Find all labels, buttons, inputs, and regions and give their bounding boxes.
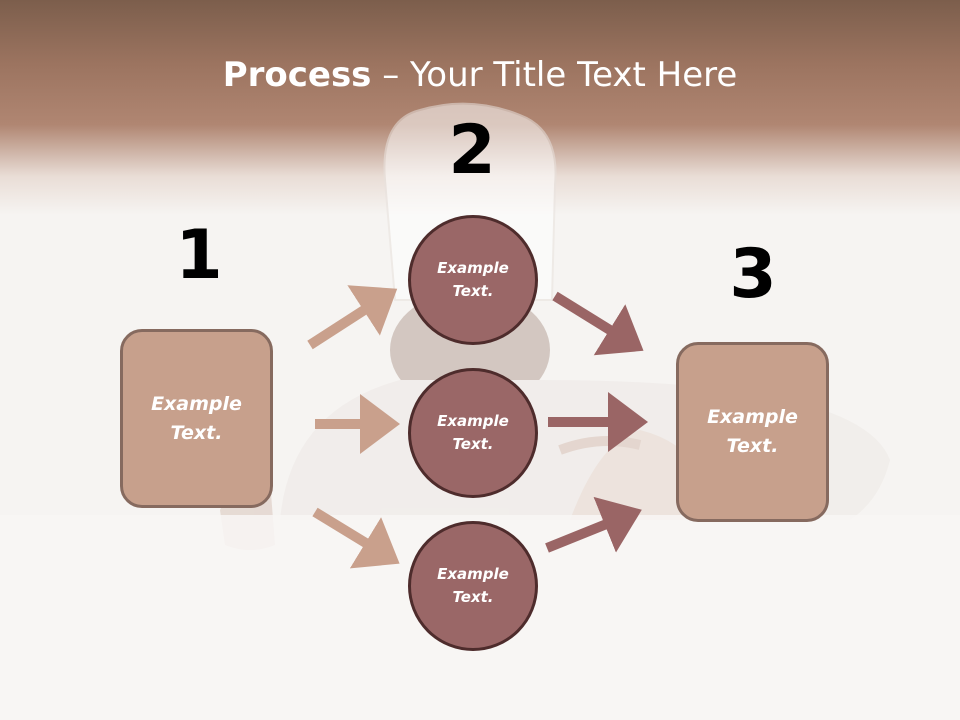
arrow-to-circle-1 xyxy=(307,285,398,350)
circle-step-2c: Example Text. xyxy=(408,521,538,651)
box-step-3: Example Text. xyxy=(676,342,829,522)
title-bold: Process xyxy=(222,55,372,95)
circle-step-2b-text: Example Text. xyxy=(437,412,509,453)
arrow-from-circle-3 xyxy=(545,496,642,553)
box-step-1-text: Example Text. xyxy=(151,392,242,444)
circle-step-2c-text: Example Text. xyxy=(437,565,509,606)
circle-step-2a-text: Example Text. xyxy=(437,259,509,300)
title-rest: – Your Title Text Here xyxy=(371,55,738,95)
box-step-1: Example Text. xyxy=(120,329,273,508)
arrow-to-circle-3 xyxy=(312,507,400,569)
circle-step-2b: Example Text. xyxy=(408,368,538,498)
box-step-3-text: Example Text. xyxy=(707,406,798,457)
step-number-1: 1 xyxy=(175,216,223,295)
step-number-3: 3 xyxy=(729,235,777,314)
step-number-2: 2 xyxy=(448,111,496,190)
slide-title: Process – Your Title Text Here xyxy=(0,50,960,100)
circle-step-2a: Example Text. xyxy=(408,215,538,345)
arrow-from-circle-1 xyxy=(552,291,644,356)
